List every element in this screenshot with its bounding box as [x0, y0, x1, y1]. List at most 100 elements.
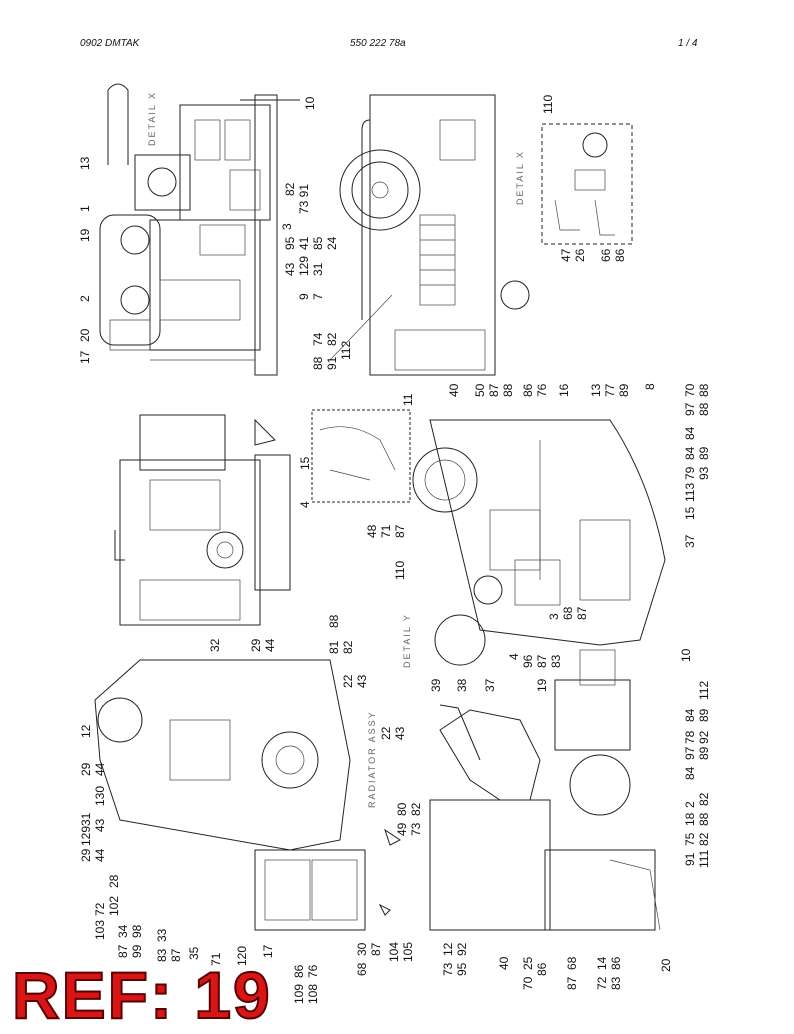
callout-g5: 96: [521, 654, 535, 668]
callout-f11: 103: [93, 920, 107, 940]
callout-d5: 87: [393, 524, 407, 538]
callout-e16: 88: [697, 402, 711, 416]
callout-e17: 79: [683, 466, 697, 480]
callout-f15: 34: [116, 924, 130, 938]
callout-f3: 44: [93, 762, 107, 776]
detail-box: [311, 409, 411, 503]
callout-c2: 47: [559, 248, 573, 262]
callout-e11: 8: [643, 383, 657, 390]
callout-d2: 4: [298, 501, 312, 508]
callout-f31: 30: [355, 942, 369, 956]
callout-d1: 15: [298, 456, 312, 470]
callout-19: 19: [78, 228, 92, 242]
callout-g24: 111: [697, 849, 711, 868]
callout-f28: 108: [306, 984, 320, 1004]
callout-b17: 11: [401, 393, 415, 406]
callout-g8: 19: [535, 678, 549, 692]
callout-g19: 2: [683, 801, 697, 808]
callout-13: 13: [78, 156, 92, 170]
callout-b9: 24: [325, 236, 339, 250]
callout-g37: 14: [595, 956, 609, 970]
callout-1: 1: [78, 205, 92, 212]
callout-e8: 13: [589, 383, 603, 397]
callout-f19: 33: [155, 928, 169, 942]
callout-f21: 35: [187, 946, 201, 960]
callout-f26: 109: [292, 984, 306, 1004]
callout-b16: 112: [339, 341, 353, 360]
callout-g36: 72: [595, 976, 609, 990]
callout-g40: 20: [659, 958, 673, 972]
callout-f34: 105: [401, 942, 415, 962]
callout-f20: 87: [169, 948, 183, 962]
callout-c4: 66: [599, 248, 613, 262]
callout-g21: 82: [697, 792, 711, 806]
callout-g32: 25: [521, 956, 535, 970]
callout-f25: 17: [261, 944, 275, 958]
callout-e24: 110: [393, 561, 407, 580]
callout-3: 3: [280, 223, 294, 230]
callout-f12: 72: [93, 902, 107, 916]
callout-e10: 89: [617, 383, 631, 397]
callout-b13: 82: [325, 332, 339, 346]
callout-f24: 120: [235, 946, 249, 966]
callout-g25: 82: [697, 832, 711, 846]
generator-top-view: [339, 94, 530, 376]
engine-side-view: [99, 83, 300, 376]
callout-b11: 7: [311, 293, 325, 300]
iso-genset-view: [429, 649, 661, 931]
callout-g38: 83: [609, 976, 623, 990]
callout-2: 2: [78, 295, 92, 302]
callout-g9: 10: [679, 648, 693, 662]
callout-g18: 18: [683, 812, 697, 826]
callout-e14: 84: [683, 426, 697, 440]
callout-e3: 87: [487, 383, 501, 397]
callout-b4: 41: [297, 236, 311, 250]
callout-e2: 50: [473, 383, 487, 397]
callout-f6: 31: [79, 812, 93, 826]
callout-f10: 28: [107, 874, 121, 888]
page-indicator: 1 / 4: [678, 38, 698, 49]
callout-g35: 68: [565, 956, 579, 970]
callout-g11: 84: [683, 708, 697, 722]
part-number: 550 222 78a: [350, 38, 406, 49]
callout-b8: 31: [311, 262, 325, 276]
callouts: 13 1 19 2 20 17 3 10 82 73 91 95 41 85 4…: [78, 95, 711, 1004]
callout-e5: 86: [521, 383, 535, 397]
callout-g6: 87: [535, 654, 549, 668]
callout-g10: 78: [683, 730, 697, 744]
reference-stamp: REF: 19: [11, 958, 272, 1032]
callout-g30: 40: [497, 956, 511, 970]
callout-c5: 86: [613, 248, 627, 262]
callout-b10: 9: [297, 293, 311, 300]
callout-b3: 95: [283, 236, 297, 250]
callout-f23: 71: [209, 952, 223, 966]
callout-g22: 91: [683, 852, 697, 866]
callout-f9: 44: [93, 848, 107, 862]
callout-b14: 88: [311, 356, 325, 370]
callout-g12: 92: [697, 730, 711, 744]
detail-x-label: DETAIL X: [515, 150, 525, 205]
radiator-label: RADIATOR ASSY: [367, 710, 377, 808]
callout-f33: 104: [387, 942, 401, 962]
callout-f36: 80: [395, 802, 409, 816]
callout-g1: 39: [429, 678, 443, 692]
callout-f27: 86: [292, 964, 306, 978]
callout-e9: 77: [603, 383, 617, 397]
callout-f14: 87: [116, 944, 130, 958]
callout-g34: 87: [565, 976, 579, 990]
callout-e21: 15: [683, 506, 697, 520]
callout-f17: 98: [130, 924, 144, 938]
callout-f16: 99: [130, 944, 144, 958]
callout-e25: 3: [547, 613, 561, 620]
callout-c1: 110: [541, 95, 555, 114]
callout-f43: 88: [327, 614, 341, 628]
callout-b1: 82: [283, 182, 297, 196]
callout-10: 10: [303, 96, 317, 110]
callout-g3: 37: [483, 678, 497, 692]
callout-e4: 88: [501, 383, 515, 397]
callout-g26: 73: [441, 962, 455, 976]
detail-x-view: [541, 123, 633, 245]
callout-f46: 43: [355, 674, 369, 688]
callout-g29: 92: [455, 942, 469, 956]
